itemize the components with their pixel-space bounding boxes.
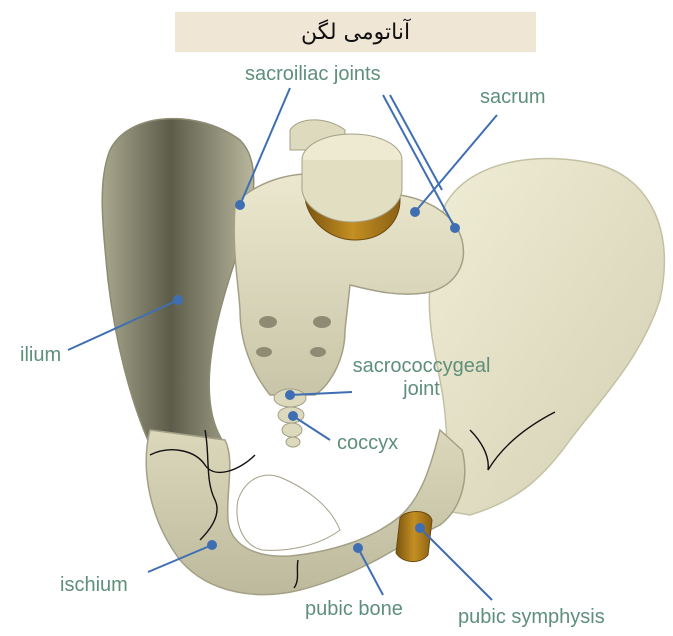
left-ilium [102,119,254,445]
label-sacrococcygeal-joint: sacrococcygeal joint [334,355,509,401]
label-sacroiliac-joints: sacroiliac joints [245,63,381,86]
label-pubic-symphysis: pubic symphysis [458,606,605,629]
label-sacrococcygeal-line2: joint [334,378,509,401]
label-sacrococcygeal-line1: sacrococcygeal [334,355,509,378]
symphysis-cartilage [396,512,432,562]
obturator-foramen [237,475,340,550]
label-coccyx: coccyx [337,432,398,455]
label-sacrum: sacrum [480,86,546,109]
label-ischium: ischium [60,574,128,597]
label-pubic-bone: pubic bone [305,598,403,621]
label-ilium: ilium [20,344,61,367]
